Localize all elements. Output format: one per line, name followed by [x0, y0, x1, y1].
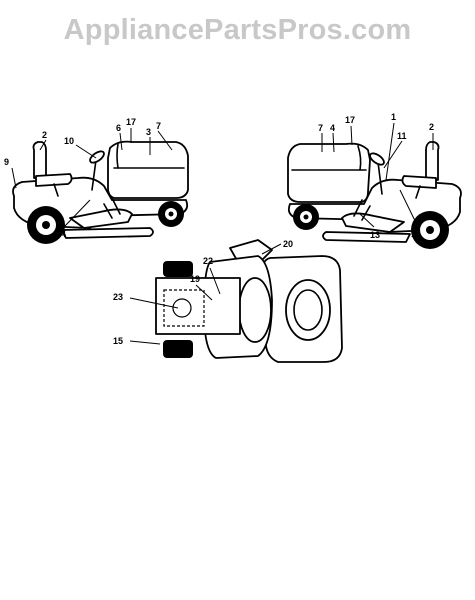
callout-3: 3 [146, 127, 151, 137]
callout-15: 15 [113, 336, 123, 346]
callout-11: 11 [397, 131, 407, 141]
top-view-leaders [129, 243, 282, 345]
callout-19: 19 [190, 274, 200, 284]
callout-23: 23 [113, 292, 123, 302]
right-mower-leaders [321, 122, 434, 228]
callout-14: 14 [56, 229, 66, 239]
right-mower-illustration [287, 141, 462, 249]
left-mower-leaders [11, 128, 173, 228]
left-mower-callouts: 9 2 10 17 6 3 7 14 [4, 117, 161, 239]
callout-17: 17 [126, 117, 136, 127]
callout-2: 2 [42, 130, 47, 140]
callout-10: 10 [64, 136, 74, 146]
callout-14: 14 [411, 229, 421, 239]
callout-7: 7 [156, 121, 161, 131]
callout-2: 2 [429, 122, 434, 132]
callout-7: 7 [318, 123, 323, 133]
callout-1: 1 [391, 112, 396, 122]
left-mower-illustration [12, 140, 189, 244]
callout-17: 17 [345, 115, 355, 125]
right-mower-callouts: 7 4 17 1 11 2 13 14 [318, 112, 434, 240]
callout-22: 22 [203, 256, 213, 266]
callout-13: 13 [370, 230, 380, 240]
top-view-illustration [155, 239, 343, 363]
callout-20: 20 [283, 239, 293, 249]
callout-9: 9 [4, 157, 9, 167]
callout-6: 6 [116, 123, 121, 133]
top-view-callouts: 22 20 19 23 15 [113, 239, 293, 346]
callout-4: 4 [330, 123, 335, 133]
